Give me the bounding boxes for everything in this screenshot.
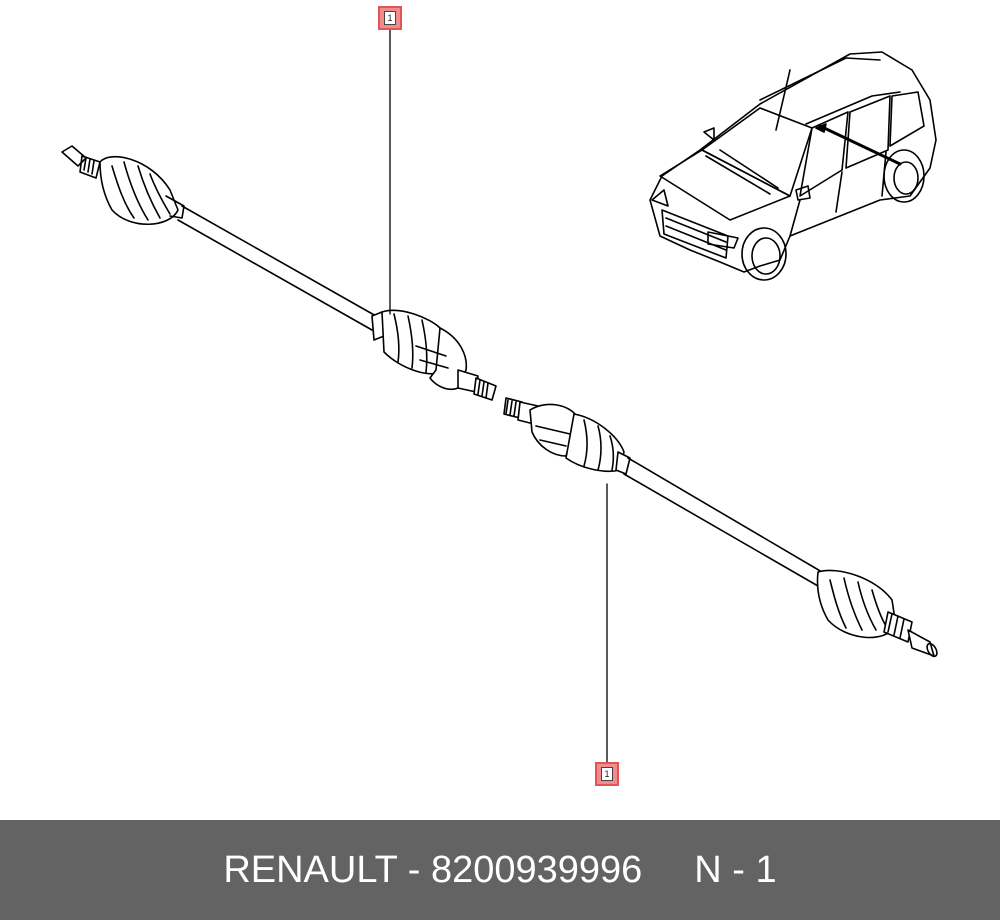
drive-shaft-right-icon: [503, 397, 938, 658]
callout-label: 1: [384, 11, 396, 25]
callout-top[interactable]: 1: [378, 6, 402, 30]
parts-diagram: [61, 29, 938, 763]
quantity-text: N - 1: [694, 848, 777, 891]
callout-label: 1: [601, 767, 613, 781]
vehicle-suv-icon: [649, 51, 937, 281]
part-number-text: RENAULT - 8200939996: [223, 848, 643, 891]
part-footer: RENAULT - 8200939996 N - 1: [0, 820, 1000, 920]
drive-shaft-left-icon: [61, 145, 497, 401]
callout-bottom[interactable]: 1: [595, 762, 619, 786]
